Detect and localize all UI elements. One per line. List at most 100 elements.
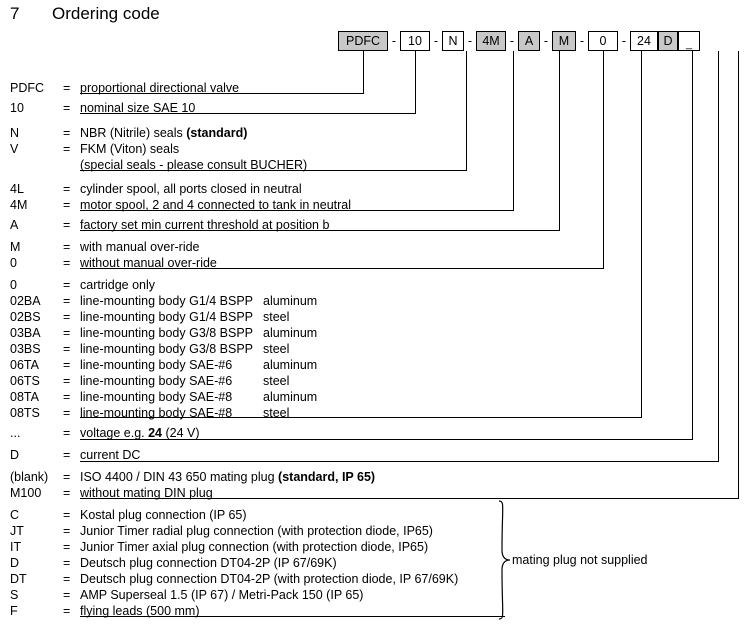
spec-row-equals: = [63,81,71,95]
connector-current-rule [80,230,560,231]
spec-row-equals: = [63,240,71,254]
spec-row-description: Deutsch plug connection DT04-2P (with pr… [80,572,459,586]
rule-manual-override [80,268,604,269]
spec-row-equals: = [63,294,71,308]
spec-row: (special seals - please consult BUCHER) [0,157,751,173]
spec-row-description: FKM (Viton) seals [80,142,180,156]
code-token-blank[interactable]: _ [678,31,700,51]
spec-row-code: 08TS [10,406,40,420]
spec-row-equals: = [63,524,71,538]
connector-seals-vertical [466,51,467,170]
code-separator-dash: - [509,34,515,48]
spec-row-code: 4L [10,182,24,196]
spec-row: V=FKM (Viton) seals [0,141,751,157]
code-token-a[interactable]: A [518,31,540,51]
spec-row-equals: = [63,470,71,484]
spec-row: F=flying leads (500 mm) [0,603,751,619]
code-token-10[interactable]: 10 [400,31,430,51]
spec-row-code: 0 [10,256,17,270]
spec-row-description: motor spool, 2 and 4 connected to tank i… [80,198,352,212]
spec-row-material: steel [263,310,290,324]
spec-row-equals: = [63,278,71,292]
rule-flying-leads [80,616,505,617]
spec-row-description: line-mounting body SAE-#8 [80,406,233,420]
spec-row-code: 06TS [10,374,40,388]
spec-row-equals: = [63,508,71,522]
spec-row-description: voltage e.g. 24 (24 V) [80,426,200,440]
spec-row: 10=nominal size SAE 10 [0,100,751,116]
spec-row: A=factory set min current threshold at p… [0,217,751,233]
spec-row-code: 02BS [10,310,41,324]
spec-row-description: with manual over-ride [80,240,200,254]
code-token-d[interactable]: D [658,31,678,51]
spec-row-code: PDFC [10,81,45,95]
spec-row-description: current DC [80,448,141,462]
connector-manual-vertical [603,51,604,268]
spec-row-description: ISO 4400 / DIN 43 650 mating plug (stand… [80,470,376,484]
spec-row-description: line-mounting body G1/4 BSPP [80,310,254,324]
connector-dc-rule [80,461,719,462]
code-separator-dash: - [543,34,549,48]
spec-row-equals: = [63,390,71,404]
spec-row-equals: = [63,572,71,586]
spec-row-code: D [10,556,20,570]
connector-plug-rule [80,498,739,499]
spec-row: M = with manual over-ride [0,239,751,255]
code-token-4m[interactable]: 4M [476,31,506,51]
code-separator-dash: - [579,34,585,48]
spec-row-equals: = [63,426,71,440]
spec-row-code: ... [10,426,21,440]
code-separator-dash: - [433,34,439,48]
connector-dc-vertical [718,51,719,461]
spec-row-code: D [10,448,20,462]
spec-row-equals: = [63,256,71,270]
spec-row-material: aluminum [263,358,318,372]
page-title: 7 Ordering code [10,2,330,28]
spec-row: C=Kostal plug connection (IP 65) [0,507,751,523]
spec-row-description: line-mounting body G3/8 BSPP [80,326,254,340]
spec-row-equals: = [63,374,71,388]
code-token-24[interactable]: 24 [630,31,658,51]
code-separator-dash: - [391,34,397,48]
code-token-n[interactable]: N [442,31,464,51]
spec-row-code: N [10,126,20,140]
spec-row-description: NBR (Nitrile) seals (standard) [80,126,248,140]
spec-row-code: M [10,240,21,254]
spec-row-description: without mating DIN plug [80,486,213,500]
code-token-m[interactable]: M [552,31,576,51]
spec-row-equals: = [63,310,71,324]
spec-row-description: factory set min current threshold at pos… [80,218,330,232]
spec-row: 4M=motor spool, 2 and 4 connected to tan… [0,197,751,213]
spec-row-description: flying leads (500 mm) [80,604,200,618]
spec-row: D=Deutsch plug connection DT04-2P (IP 67… [0,555,751,571]
code-separator-dash: - [621,34,627,48]
spec-row-description: Junior Timer radial plug connection (wit… [80,524,433,538]
code-token-0[interactable]: 0 [588,31,618,51]
spec-row: D=current DC [0,447,751,463]
spec-row-code: (blank) [10,470,49,484]
spec-row-code: 06TA [10,358,39,372]
spec-row-code: 03BA [10,326,41,340]
spec-row-description: line-mounting body SAE-#6 [80,358,233,372]
spec-row: DT=Deutsch plug connection DT04-2P (with… [0,571,751,587]
connector-10-rule [80,113,416,114]
spec-row-equals: = [63,326,71,340]
connector-spool-rule [80,210,514,211]
spec-row-equals: = [63,101,71,115]
connector-10-vertical [415,51,416,113]
spec-row-description: line-mounting body SAE-#8 [80,390,233,404]
spec-row-equals: = [63,142,71,156]
spec-row: 0=cartridge only [0,277,751,293]
section-number: 7 [10,4,20,23]
spec-row-equals: = [63,588,71,602]
spec-row-code: F [10,604,18,618]
code-token-pdfc[interactable]: PDFC [338,31,388,51]
spec-row: JT=Junior Timer radial plug connection (… [0,523,751,539]
spec-row-material: aluminum [263,294,318,308]
connector-body-rule [80,417,642,418]
spec-row-code: 08TA [10,390,39,404]
